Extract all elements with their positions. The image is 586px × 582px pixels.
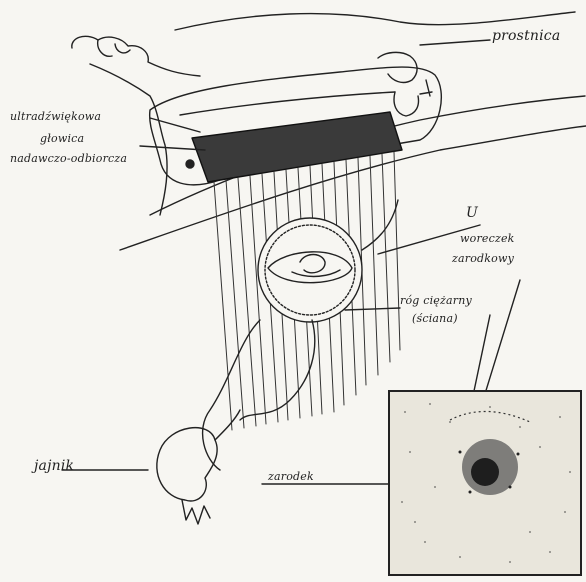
label-prostnica: prostnica (492, 28, 560, 44)
label-head-line1: ultradźwiękowa (10, 110, 101, 123)
label-head-line3: nadawczo-odbiorcza (10, 152, 127, 165)
thumb (378, 52, 419, 116)
probe-inner-edge (180, 92, 395, 115)
embryo-echo (471, 458, 499, 486)
label-sac-line1: woreczek (460, 232, 515, 245)
ultrasound-inset (388, 390, 582, 576)
label-head-line2: głowica (40, 132, 84, 145)
ovary-outline (157, 428, 217, 501)
oviduct (215, 410, 240, 440)
leader-horn (345, 308, 400, 310)
hand-outline (72, 36, 200, 76)
ultrasound-image (390, 392, 580, 574)
arm-outline (90, 64, 167, 215)
leader-prostnica (420, 40, 490, 45)
uterus-connect (362, 200, 398, 250)
label-sac-line2: zarodkowy (452, 252, 514, 265)
uterus-curve (203, 320, 260, 470)
fimbria (182, 500, 210, 524)
label-horn-line2: (ściana) (412, 312, 458, 325)
label-embryo: zarodek (268, 470, 314, 483)
leader-head1 (150, 118, 200, 132)
label-ovary: jajnik (34, 458, 74, 474)
uterus-horn-outer (258, 218, 362, 322)
probe-screw (186, 160, 194, 168)
label-horn-line1: róg ciężarny (400, 294, 472, 307)
label-uterus: U (466, 205, 478, 221)
thumb-tip (420, 80, 432, 96)
